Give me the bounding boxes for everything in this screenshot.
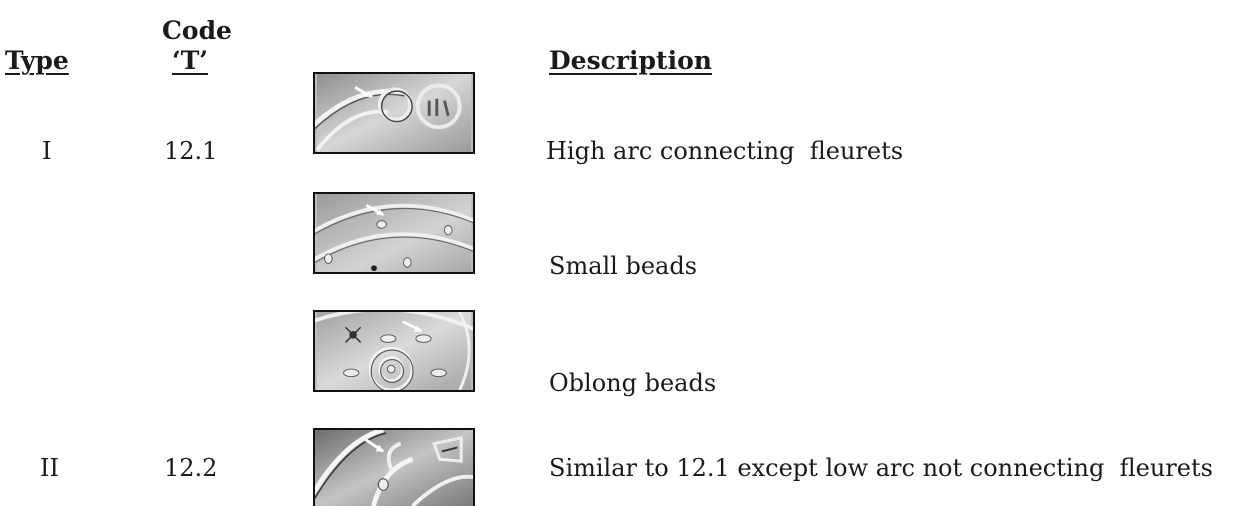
coin-detail-low-arc-image (313, 428, 475, 506)
description-column-header: Description (549, 46, 712, 75)
row-description: Small beads (549, 252, 698, 280)
row-description: Oblong beads (549, 369, 717, 397)
row-description: High arc connecting fleurets (546, 137, 904, 165)
row-description: Similar to 12.1 except low arc not conne… (549, 454, 1213, 482)
row-code: 12.1 (164, 137, 218, 165)
row-type: I (42, 137, 52, 165)
code-column-header-line2: ‘T’ (172, 46, 209, 75)
coin-detail-oblong-beads-image (313, 310, 475, 392)
code-column-header-line1: Code (162, 16, 232, 45)
row-type: II (40, 454, 59, 482)
type-column-header: Type (5, 46, 69, 75)
coin-detail-high-arc-image (313, 72, 475, 154)
coin-detail-small-beads-image (313, 192, 475, 274)
row-code: 12.2 (164, 454, 218, 482)
